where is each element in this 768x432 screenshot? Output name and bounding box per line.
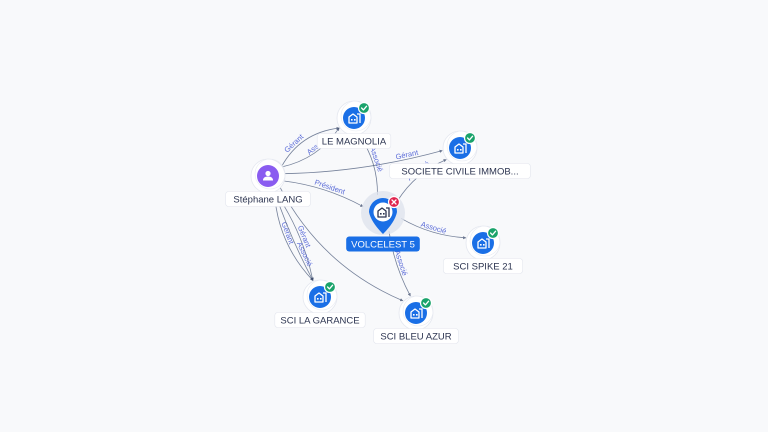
node-garance[interactable]: SCI LA GARANCE (274, 279, 366, 328)
edge-label: Président (313, 178, 347, 197)
check-badge-icon (419, 296, 433, 310)
check-badge-icon (463, 131, 477, 145)
node-label-background (316, 133, 392, 149)
node-center[interactable]: VOLCELEST 5 (346, 191, 420, 252)
edge-line (283, 180, 364, 207)
nodes-layer: Stéphane LANG LE MAGNOLIA SOCIETE CIVILE I… (225, 100, 531, 344)
node-bleu[interactable]: SCI BLEU AZUR (373, 295, 459, 344)
node-label: Stéphane LANG (233, 194, 302, 205)
node-label-background (225, 191, 311, 207)
node-spike[interactable]: SCI SPIKE 21 (443, 225, 523, 274)
user-icon (263, 170, 273, 181)
node-label: SOCIETE CIVILE IMMOB... (401, 166, 518, 177)
node-label-background (443, 258, 523, 274)
node-sci-immob[interactable]: SOCIETE CIVILE IMMOB... (389, 130, 531, 179)
edge-line (400, 218, 467, 240)
node-label: LE MAGNOLIA (322, 136, 387, 147)
edge-label: Gérant (282, 132, 306, 155)
node-label-background (389, 163, 531, 179)
building-icon (477, 238, 490, 249)
edge-line (280, 126, 340, 168)
node-label-background (346, 236, 420, 252)
check-badge-icon (357, 101, 371, 115)
edge-label: Associé (420, 220, 448, 236)
node-label: SCI LA GARANCE (280, 315, 359, 326)
edge[interactable]: Gérant (283, 148, 443, 175)
check-badge-icon (323, 280, 337, 294)
node-label: SCI BLEU AZUR (380, 331, 451, 342)
node-label: VOLCELEST 5 (351, 239, 415, 250)
node-label: SCI SPIKE 21 (453, 261, 513, 272)
node-label-background (373, 328, 459, 344)
edge-label: Associé (393, 249, 410, 277)
edge[interactable]: Associé (400, 218, 467, 240)
node-label-background (274, 312, 366, 328)
node-magnolia[interactable]: LE MAGNOLIA (316, 100, 392, 149)
building-icon (314, 292, 327, 303)
check-badge-icon (486, 226, 500, 240)
building-icon (377, 207, 390, 218)
node-stephane[interactable]: Stéphane LANG (225, 158, 311, 207)
building-icon (454, 143, 467, 154)
edge-line (283, 149, 443, 175)
building-icon (348, 113, 361, 124)
building-icon (410, 308, 423, 319)
close-badge-icon (387, 195, 401, 209)
edge-label: Associé (368, 145, 385, 173)
